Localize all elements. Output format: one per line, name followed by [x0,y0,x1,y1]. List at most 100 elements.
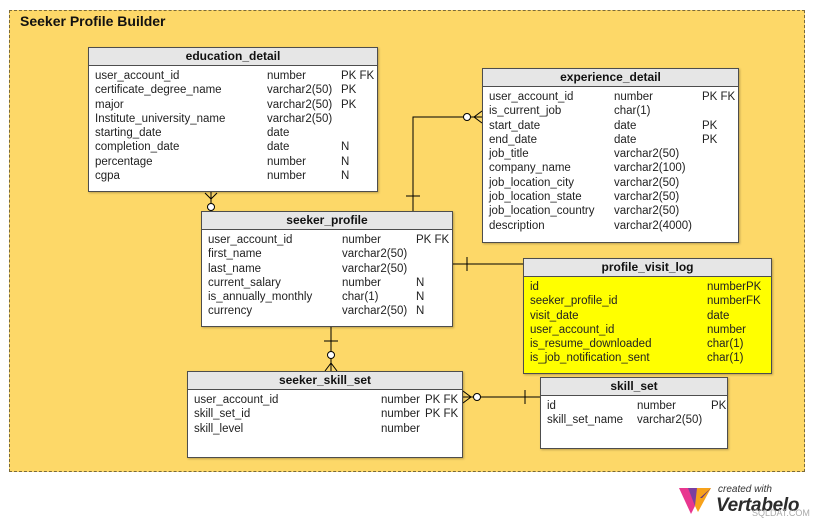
subject-area-title: Seeker Profile Builder [20,13,166,29]
column-type: varchar2(50) [342,305,408,318]
column-row[interactable]: job_location_city varchar2(50) [483,176,738,190]
column-type: varchar2(50) [614,191,680,204]
table-columns: id number PK skill_set_name varchar2(50) [541,396,727,428]
column-name: percentage [95,155,153,168]
column-name: user_account_id [95,70,180,82]
column-name: end_date [489,133,537,146]
column-row[interactable]: is_current_job char(1) [483,104,738,118]
column-name: is_resume_downloaded [530,338,652,351]
column-type: date [614,119,637,132]
column-type: number [637,400,676,412]
column-type: number [267,155,306,168]
link-skillset-seekerskill [462,390,541,404]
column-name: job_location_country [489,205,595,218]
column-flags: N [341,170,350,183]
column-flags: FK [746,295,761,308]
vertabelo-credit[interactable]: created with Vertabelo [678,482,813,522]
column-flags: N [341,141,350,154]
column-row[interactable]: skill_set_name varchar2(50) [541,413,727,427]
column-type: char(1) [342,291,379,304]
column-name: skill_set_name [547,414,624,427]
column-type: number [342,276,381,289]
column-name: user_account_id [489,91,574,103]
column-type: varchar2(50) [637,414,703,427]
column-name: user_account_id [530,323,615,336]
column-row[interactable]: description varchar2(4000) [483,219,738,233]
column-type: char(1) [614,105,651,118]
column-name: user_account_id [194,394,279,406]
column-name: user_account_id [208,234,293,246]
link-seeker-skillset [324,327,338,372]
column-name: current_salary [208,276,281,289]
column-name: completion_date [95,141,180,154]
column-type: date [267,127,290,140]
column-type: varchar2(4000) [614,219,692,232]
table-title: seeker_profile [202,212,452,230]
column-type: varchar2(50) [614,176,680,189]
column-type: char(1) [707,352,744,365]
column-row[interactable]: skill_level number [188,422,462,436]
column-row[interactable]: id number PK [541,399,727,413]
column-name: is_current_job [489,105,562,118]
column-type: number [381,394,420,406]
column-row[interactable]: first_name varchar2(50) [202,247,452,261]
column-name: description [489,219,545,232]
column-type: number [381,422,420,435]
column-flags: PK [702,119,718,132]
column-flags: PK [341,84,357,97]
column-name: first_name [208,248,262,261]
column-name: id [547,400,556,412]
column-type: varchar2(50) [267,98,333,111]
column-name: is_annually_monthly [208,291,313,304]
column-type: varchar2(50) [267,112,333,125]
column-type: varchar2(50) [342,248,408,261]
column-name: skill_level [194,422,244,435]
column-type: varchar2(50) [342,262,408,275]
column-flags: PK [711,400,727,412]
column-flags: PK FK [702,91,736,103]
table-title: education_detail [89,48,377,66]
link-experience-seeker [406,110,483,211]
column-name: job_location_city [489,176,575,189]
column-flags: PK [341,98,357,111]
column-type: date [614,133,637,146]
